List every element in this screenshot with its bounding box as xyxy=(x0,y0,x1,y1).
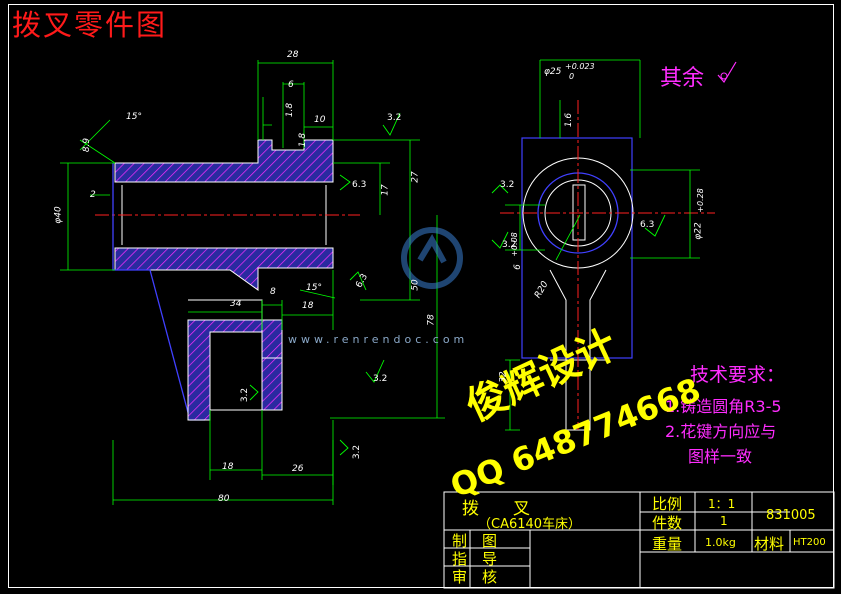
roughness-3-2d: 3.2 xyxy=(352,444,363,460)
tb-weight-value: 1.0kg xyxy=(705,536,736,549)
drawing-frame xyxy=(8,4,834,588)
dim-17: 17 xyxy=(380,184,391,196)
tb-scale-value: 1：1 xyxy=(708,497,736,511)
dim-1-8a: 1.8 xyxy=(285,102,296,118)
tb-scale-label: 比例 xyxy=(652,495,683,513)
tb-qty-label: 件数 xyxy=(652,514,683,532)
roughness-6-3a: 6.3 xyxy=(352,180,367,190)
tb-material-label: 材料 xyxy=(754,535,785,553)
dim-78: 78 xyxy=(426,314,437,326)
dim-6: 6 xyxy=(288,80,294,90)
dim-10: 10 xyxy=(314,115,326,125)
tech-req-item3: 图样一致 xyxy=(688,447,753,466)
watermark-logo xyxy=(401,227,463,289)
hatch-bottom xyxy=(114,247,334,291)
tech-req-heading: 技术要求： xyxy=(690,364,786,386)
roughness-6-3c: 6.3 xyxy=(640,220,655,230)
dim-32: 32 xyxy=(498,371,509,383)
watermark-site: www.renrendoc.com xyxy=(288,333,469,346)
dim-2: 2 xyxy=(90,190,96,200)
tb-part-name: 拨 叉 xyxy=(462,499,530,519)
roughness-note: 其余 xyxy=(660,66,705,91)
dim-18-lower: 18 xyxy=(222,462,234,472)
dimension-lines xyxy=(60,60,445,505)
dim-phi25-tol: +0.023 xyxy=(565,62,595,71)
roughness-3-2b: 3.2 xyxy=(373,374,388,384)
tb-review-label: 审 核 xyxy=(452,568,498,586)
tb-qty-value: 1 xyxy=(720,514,728,528)
dim-phi22-tol: +0.28 xyxy=(695,188,705,213)
dim-27: 27 xyxy=(410,171,421,183)
dim-28: 28 xyxy=(287,50,299,60)
tech-req-item2: 2.花键方向应与 xyxy=(665,422,777,441)
dim-15deg-b: 15° xyxy=(306,283,322,293)
dim-50: 50 xyxy=(410,279,421,291)
tb-material-value: HT200 xyxy=(793,537,826,548)
dim-phi25-tol-low: 0 xyxy=(569,72,575,81)
dim-1-8b: 1.8 xyxy=(298,132,309,148)
roughness-3-2e: 3.2 xyxy=(500,180,515,190)
roughness-3-2f: 3.2 xyxy=(502,240,517,250)
title-block xyxy=(443,491,835,589)
dim-15deg-a: 15° xyxy=(126,112,142,122)
tb-guide-label: 指 导 xyxy=(452,550,498,568)
tb-drawing-no: 831005 xyxy=(766,508,816,523)
dim-8-9: 8.9 xyxy=(82,137,93,153)
dim-18: 18 xyxy=(302,301,314,311)
dim-80: 80 xyxy=(218,494,230,504)
section-view xyxy=(95,139,360,421)
dim-phi22: φ22 xyxy=(693,222,704,240)
tb-machine: （CA6140车床） xyxy=(478,517,582,532)
dim-8: 8 xyxy=(270,287,276,297)
hatch-fork xyxy=(187,319,263,421)
drawing-title: 拨叉零件图 xyxy=(12,8,168,42)
end-view xyxy=(500,59,715,431)
roughness-3-2a: 3.2 xyxy=(387,113,402,123)
dim-6b: 6 xyxy=(512,264,523,270)
tb-drawn-label: 制 图 xyxy=(452,532,498,550)
dim-1-6: 1.6 xyxy=(564,112,575,128)
tb-weight-label: 重量 xyxy=(652,535,683,553)
dim-34: 34 xyxy=(230,299,242,309)
dim-phi25: φ25 xyxy=(544,67,562,77)
roughness-symbols xyxy=(249,112,666,456)
tech-req-item1: 1.铸造圆角R3-5 xyxy=(665,397,782,416)
dim-phi40: φ40 xyxy=(53,206,64,224)
dim-26: 26 xyxy=(292,464,304,474)
roughness-3-2c: 3.2 xyxy=(240,387,251,403)
